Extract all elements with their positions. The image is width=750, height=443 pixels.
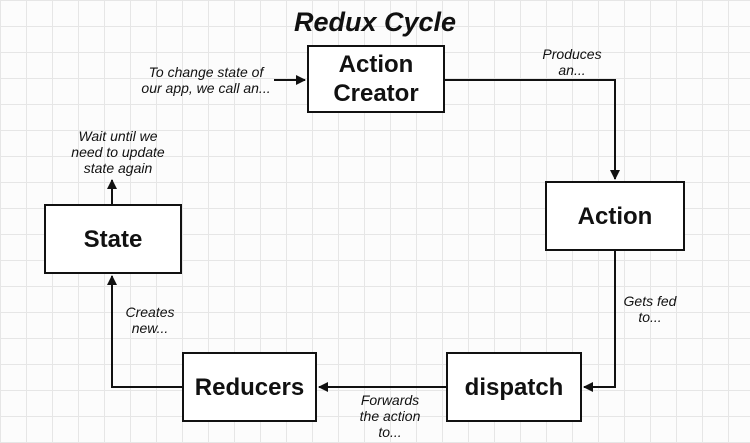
node-dispatch-label: dispatch bbox=[464, 373, 564, 401]
node-action-creator-line1: Action bbox=[338, 51, 414, 78]
edge-reducers-to-state bbox=[107, 275, 182, 388]
label-creates-new: Creates new... bbox=[125, 304, 175, 336]
label-to-change-state: To change state of our app, we call an..… bbox=[141, 64, 271, 96]
label-forwards: Forwards the action to... bbox=[359, 392, 421, 440]
node-action-label: Action bbox=[577, 202, 653, 230]
label-wait-until: Wait until we need to update state again bbox=[71, 128, 165, 176]
node-state: State bbox=[44, 204, 182, 274]
node-dispatch: dispatch bbox=[446, 352, 582, 422]
node-reducers-label: Reducers bbox=[194, 373, 305, 401]
edge-action-creator-to-action bbox=[445, 79, 620, 180]
node-reducers: Reducers bbox=[182, 352, 317, 422]
node-action: Action bbox=[545, 181, 685, 251]
label-produces: Produces an... bbox=[542, 46, 602, 78]
edge-action-to-dispatch bbox=[583, 251, 616, 392]
node-state-label: State bbox=[83, 225, 143, 253]
node-action-creator-line2: Creator bbox=[333, 80, 419, 107]
label-gets-fed: Gets fed to... bbox=[623, 293, 677, 325]
diagram-title: Redux Cycle bbox=[293, 7, 457, 37]
node-action-creator: Action Creator bbox=[307, 45, 445, 113]
